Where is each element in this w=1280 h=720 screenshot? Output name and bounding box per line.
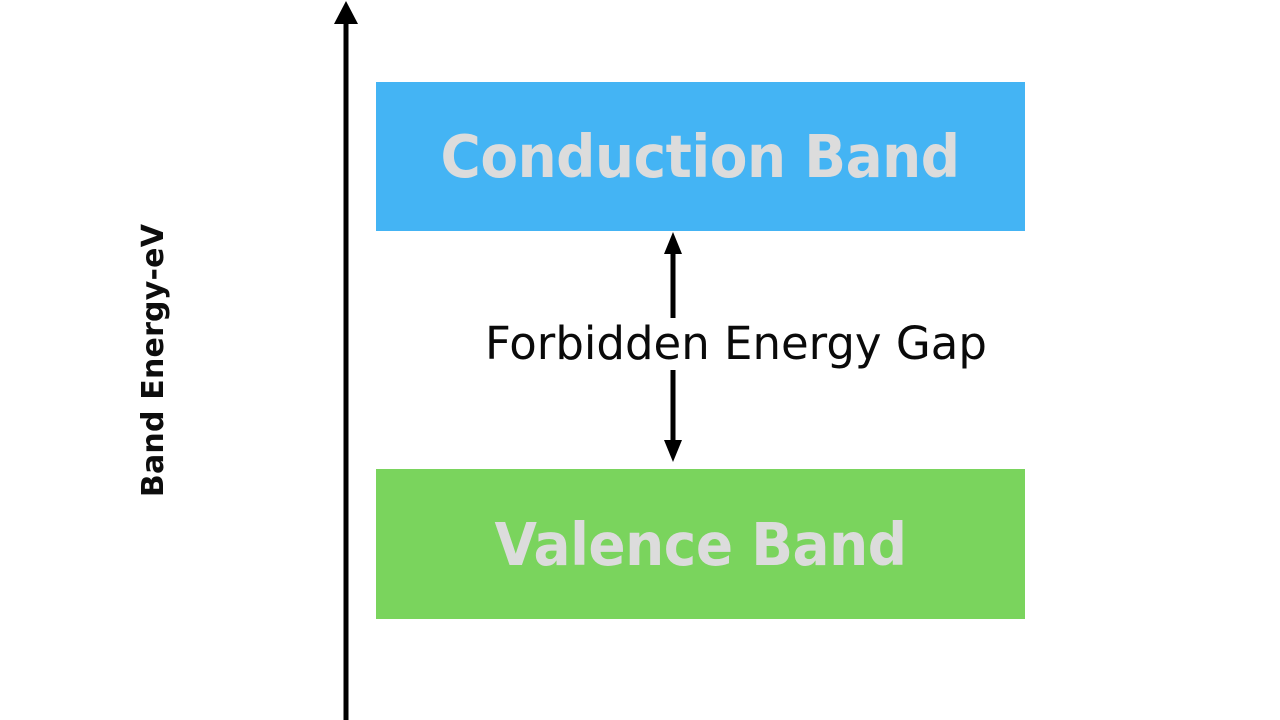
gap-arrowhead-down-icon [664, 440, 682, 462]
forbidden-gap-label: Forbidden Energy Gap [481, 318, 991, 370]
energy-axis [334, 1, 358, 720]
valence-band-rect: Valence Band [376, 469, 1025, 619]
axis-label: Band Energy-eV [0, 0, 320, 720]
axis-label-text: Band Energy-eV [135, 223, 171, 497]
gap-arrowhead-up-icon [664, 232, 682, 254]
conduction-band-label: Conduction Band [440, 122, 960, 191]
valence-band-label: Valence Band [494, 509, 907, 579]
axis-arrowhead-icon [334, 1, 358, 24]
conduction-band-rect: Conduction Band [376, 82, 1025, 231]
